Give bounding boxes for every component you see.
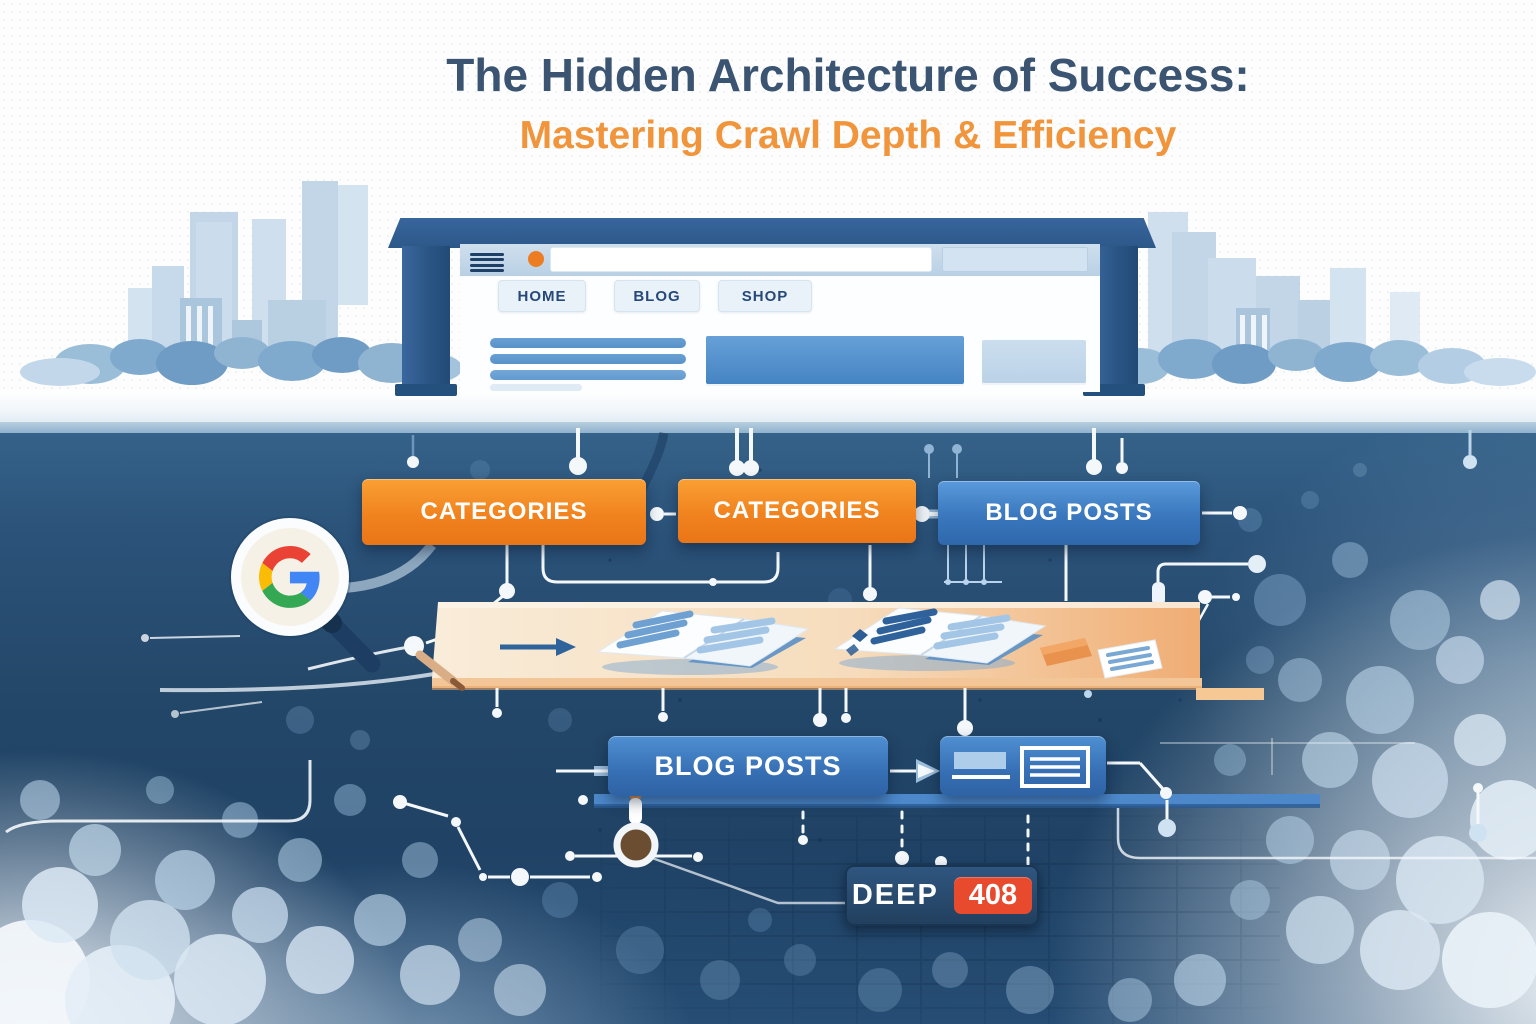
node-blog-posts-1: BLOG POSTS	[938, 481, 1200, 545]
node-categories-1: CATEGORIES	[362, 479, 646, 545]
traffic-dot-1	[528, 251, 544, 267]
magnifier-icon	[228, 514, 458, 714]
node-label: BLOG POSTS	[654, 750, 842, 781]
google-g-icon	[259, 546, 320, 608]
node-blog-posts-2: BLOG POSTS	[608, 736, 888, 796]
title-line1: The Hidden Architecture of Success:	[446, 49, 1250, 101]
nav-tab-blog[interactable]: BLOG	[614, 280, 700, 312]
node-label: CATEGORIES	[420, 498, 588, 525]
node-categories-2: CATEGORIES	[678, 479, 916, 543]
content-text-line	[490, 354, 686, 364]
deep-page-badge: DEEP 408	[845, 865, 1039, 926]
skyline-right	[1148, 212, 1420, 358]
toolbar-secondary-field	[942, 247, 1088, 272]
ground-edge	[0, 422, 1536, 433]
nav-tab-home[interactable]: HOME	[498, 280, 586, 312]
kiosk-foot-left	[395, 384, 457, 396]
hamburger-icon[interactable]	[470, 250, 504, 272]
content-hero-panel	[706, 336, 964, 384]
deep-label: DEEP	[851, 879, 939, 911]
title-line2: Mastering Crawl Depth & Efficiency	[519, 114, 1177, 157]
node-label: BLOG POSTS	[985, 499, 1153, 526]
skyline-left	[128, 181, 368, 358]
page-title: The Hidden Architecture of Success: Mast…	[160, 48, 1536, 158]
node-label: CATEGORIES	[713, 497, 881, 524]
ground-surface	[0, 390, 1536, 422]
content-text-line	[490, 338, 686, 348]
browser-top-bar	[388, 218, 1156, 248]
nav-tab-shop[interactable]: SHOP	[718, 280, 812, 312]
content-text-line	[490, 370, 686, 380]
document-lines-icon	[952, 746, 1090, 788]
kiosk-leg-left	[402, 246, 450, 388]
address-bar[interactable]	[550, 247, 932, 272]
content-side-panel	[982, 340, 1086, 383]
node-document-list	[940, 736, 1106, 796]
status-badge-408: 408	[953, 877, 1033, 914]
content-text-line	[490, 384, 582, 391]
